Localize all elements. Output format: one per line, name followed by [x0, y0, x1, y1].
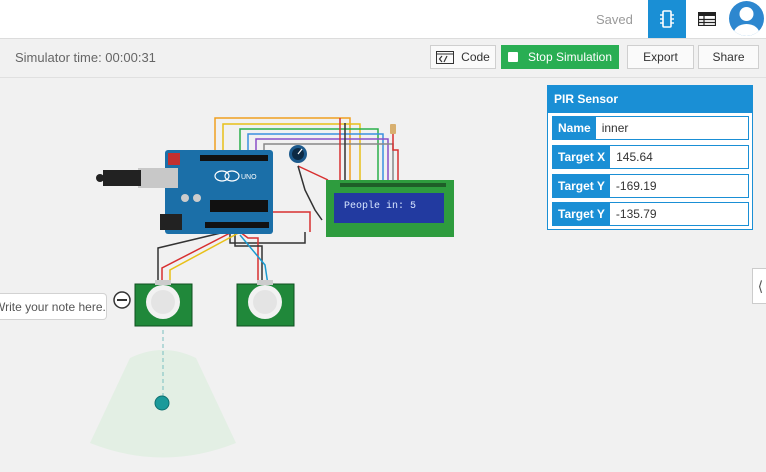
- pir-sensor-outer[interactable]: [236, 280, 295, 327]
- note-bubble[interactable]: Write your note here.: [0, 293, 107, 320]
- code-icon: [436, 50, 455, 64]
- name-field[interactable]: inner: [601, 121, 629, 135]
- inspector-row-target-y-2: Target Y -135.79: [552, 202, 749, 226]
- inspector-row-target-x: Target X 145.64: [552, 145, 749, 169]
- potentiometer[interactable]: [289, 145, 307, 163]
- resistor: [390, 124, 396, 134]
- target-x-field[interactable]: 145.64: [616, 150, 653, 164]
- inspector-label: Target X: [553, 146, 611, 168]
- sidebar-expand-tab[interactable]: ⟨: [752, 268, 766, 304]
- simulation-toolbar: Simulator time: 00:00:31 Code Stop Simul…: [0, 39, 766, 78]
- saved-status: Saved: [596, 12, 633, 27]
- export-label: Export: [643, 50, 678, 64]
- inspector-label: Target Y: [553, 175, 610, 197]
- inspector-title: PIR Sensor: [548, 86, 752, 113]
- export-button[interactable]: Export: [627, 45, 694, 69]
- wires: [157, 117, 399, 286]
- lcd-display[interactable]: People in: 5: [326, 180, 454, 237]
- inspector-label: Name: [553, 117, 596, 139]
- arduino-label: UNO: [241, 174, 257, 181]
- stop-simulation-label: Stop Simulation: [527, 50, 613, 64]
- breadboard-icon: [660, 10, 674, 28]
- user-avatar[interactable]: [729, 1, 764, 36]
- target-y-field-2[interactable]: -135.79: [615, 207, 657, 221]
- pir-sensor-inspector: PIR Sensor Name inner Target X 145.64 Ta…: [547, 85, 753, 230]
- circuit-canvas[interactable]: UNO People in: 5: [0, 78, 766, 472]
- note-collapse-icon[interactable]: [113, 291, 131, 309]
- simulator-time: Simulator time: 00:00:31: [15, 50, 156, 65]
- component-list-button[interactable]: [688, 0, 726, 38]
- stop-icon: [507, 52, 518, 62]
- inspector-row-target-y: Target Y -169.19: [552, 174, 749, 198]
- lcd-text: People in: 5: [344, 200, 416, 212]
- circuit-view-button[interactable]: [648, 0, 686, 38]
- inspector-label: Target Y: [553, 203, 610, 225]
- share-label: Share: [712, 50, 745, 64]
- arduino-uno-board[interactable]: UNO: [96, 150, 273, 234]
- pir-target-handle[interactable]: [154, 395, 170, 411]
- top-bar: Saved: [0, 0, 766, 39]
- inspector-row-name: Name inner: [552, 116, 749, 140]
- code-button-label: Code: [461, 50, 490, 64]
- target-y-field[interactable]: -169.19: [615, 179, 657, 193]
- user-avatar-icon: [733, 7, 760, 36]
- stop-simulation-button[interactable]: Stop Simulation: [501, 45, 619, 69]
- chevron-left-icon: ⟨: [757, 277, 764, 294]
- note-text[interactable]: Write your note here.: [0, 300, 106, 314]
- pir-sensor-inner[interactable]: [134, 280, 193, 327]
- code-button[interactable]: Code: [430, 45, 496, 69]
- share-button[interactable]: Share: [698, 45, 759, 69]
- component-list-icon: [698, 12, 716, 26]
